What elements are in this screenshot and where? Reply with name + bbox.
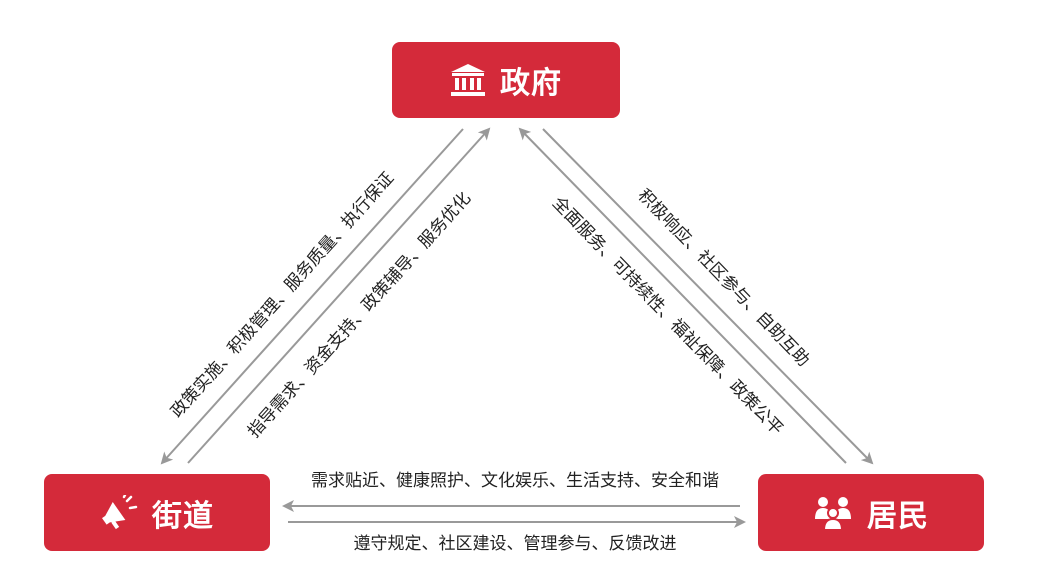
people-group-icon xyxy=(813,495,853,531)
megaphone-icon xyxy=(100,494,138,531)
arrow-street-to-gov xyxy=(187,127,491,464)
node-street: 街道 xyxy=(44,474,270,551)
arrow-gov-to-res xyxy=(542,128,874,465)
edge-label-street-to-res: 遵守规定、社区建设、管理参与、反馈改进 xyxy=(353,534,677,554)
government-building-icon xyxy=(450,63,486,97)
arrow-res-to-gov xyxy=(518,127,847,464)
node-residents: 居民 xyxy=(758,474,984,551)
node-residents-label: 居民 xyxy=(867,498,929,534)
node-street-label: 街道 xyxy=(152,498,214,534)
node-government-label: 政府 xyxy=(500,66,562,101)
node-government: 政府 xyxy=(392,42,620,118)
arrow-gov-to-street xyxy=(160,128,464,465)
edge-label-res-to-street: 需求贴近、健康照护、文化娱乐、生活支持、安全和谐 xyxy=(311,471,719,491)
